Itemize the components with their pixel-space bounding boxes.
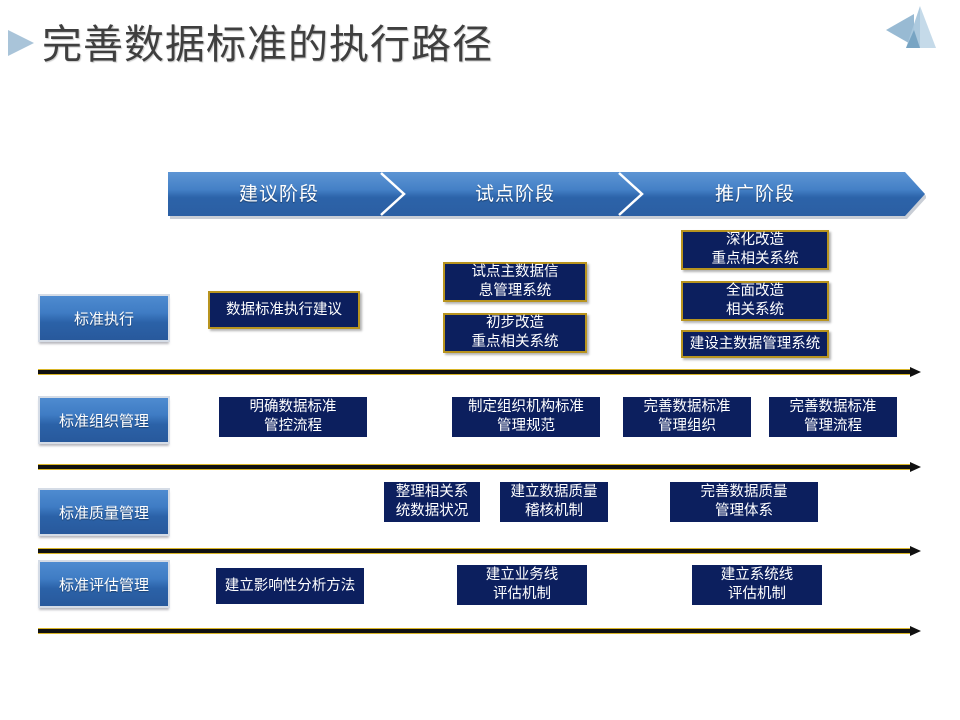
row-label-standard-execution[interactable]: 标准执行 <box>38 294 170 342</box>
task-box[interactable]: 建立数据质量 稽核机制 <box>500 482 608 522</box>
task-box[interactable]: 制定组织机构标准 管理规范 <box>452 397 600 437</box>
task-line: 管理体系 <box>715 503 773 519</box>
task-box[interactable]: 建立系统线 评估机制 <box>692 565 822 605</box>
task-line: 深化改造 <box>726 232 784 248</box>
triangle-cluster-logo <box>886 6 936 48</box>
task-box[interactable]: 建设主数据管理系统 <box>681 330 829 358</box>
task-line: 建立系统线 <box>720 567 794 583</box>
task-line: 评估机制 <box>493 586 551 602</box>
task-box[interactable]: 试点主数据信 息管理系统 <box>443 262 587 302</box>
row-label-standard-organization[interactable]: 标准组织管理 <box>38 396 170 444</box>
task-line: 评估机制 <box>728 586 786 602</box>
task-line: 完善数据标准 <box>789 399 877 415</box>
task-line: 初步改造 <box>486 315 544 331</box>
task-line: 建立业务线 <box>485 567 559 583</box>
task-box[interactable]: 初步改造 重点相关系统 <box>443 313 587 353</box>
task-line: 数据标准执行建议 <box>226 301 342 318</box>
task-line: 建设主数据管理系统 <box>689 335 821 352</box>
timeline-arrow <box>38 367 922 377</box>
task-box[interactable]: 深化改造 重点相关系统 <box>681 230 829 270</box>
task-line: 重点相关系统 <box>471 334 559 350</box>
task-line: 稽核机制 <box>525 503 583 519</box>
phase-banner: 建议阶段 试点阶段 推广阶段 <box>168 172 926 219</box>
timeline-arrow <box>38 546 922 556</box>
title-bar: 完善数据标准的执行路径 <box>0 0 960 88</box>
task-box[interactable]: 整理相关系 统数据状况 <box>384 482 480 522</box>
task-line: 完善数据质量 <box>700 484 788 500</box>
task-line: 统数据状况 <box>395 503 469 519</box>
task-box[interactable]: 完善数据标准 管理组织 <box>623 397 751 437</box>
task-box[interactable]: 完善数据质量 管理体系 <box>670 482 818 522</box>
task-line: 制定组织机构标准 <box>468 399 584 415</box>
task-line: 管理组织 <box>658 418 716 434</box>
task-line: 重点相关系统 <box>711 251 799 267</box>
row-label-standard-evaluation[interactable]: 标准评估管理 <box>38 560 170 608</box>
page-title: 完善数据标准的执行路径 <box>42 22 493 68</box>
task-box[interactable]: 完善数据标准 管理流程 <box>769 397 897 437</box>
task-line: 建立影响性分析方法 <box>224 577 356 594</box>
task-box[interactable]: 建立影响性分析方法 <box>216 568 364 604</box>
triangle-right-icon <box>8 30 34 56</box>
task-line: 全面改造 <box>726 283 784 299</box>
timeline-arrow <box>38 626 922 636</box>
row-label-standard-quality[interactable]: 标准质量管理 <box>38 488 170 536</box>
task-line: 整理相关系 <box>395 484 469 500</box>
task-line: 相关系统 <box>726 302 784 318</box>
task-line: 管理规范 <box>497 418 555 434</box>
task-line: 管控流程 <box>264 418 322 434</box>
task-line: 完善数据标准 <box>643 399 731 415</box>
task-line: 管理流程 <box>804 418 862 434</box>
task-box[interactable]: 明确数据标准 管控流程 <box>219 397 367 437</box>
task-line: 建立数据质量 <box>510 484 598 500</box>
task-line: 试点主数据信 <box>471 264 559 280</box>
task-box[interactable]: 建立业务线 评估机制 <box>457 565 587 605</box>
timeline-arrow <box>38 462 922 472</box>
task-box[interactable]: 数据标准执行建议 <box>208 291 360 329</box>
task-line: 息管理系统 <box>478 283 552 299</box>
task-box[interactable]: 全面改造 相关系统 <box>681 281 829 321</box>
task-line: 明确数据标准 <box>249 399 337 415</box>
